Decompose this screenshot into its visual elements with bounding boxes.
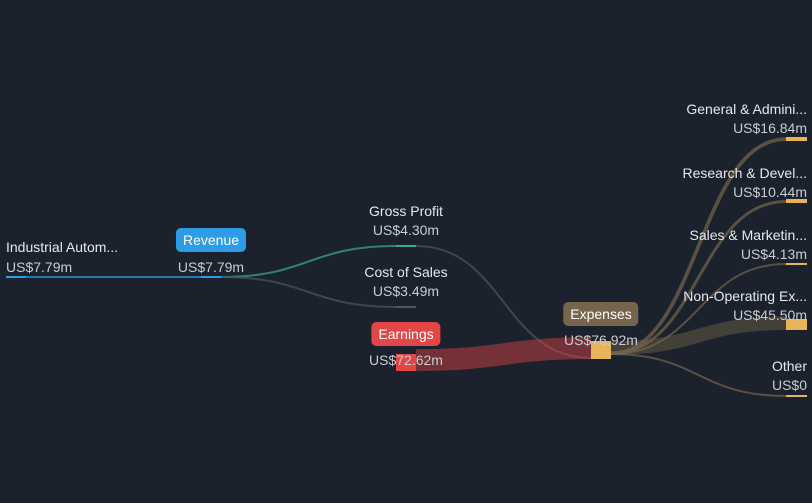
node-label-gross-profit: Gross Profit: [369, 203, 443, 219]
node-label-other: Other: [771, 358, 807, 374]
node-bar-sales-marketing: [786, 263, 807, 265]
node-bar-non-operating: [786, 319, 807, 330]
node-value-non-operating: US$45.50m: [733, 307, 807, 323]
node-value-gross-profit: US$4.30m: [372, 222, 440, 238]
sankey-links: [26, 137, 787, 397]
link-expenses-to-research_dev: [610, 200, 787, 355]
link-expenses-to-other: [610, 353, 787, 397]
node-bar-industrial: [6, 276, 26, 278]
node-badge-expenses: Expenses: [563, 302, 639, 326]
node-label-research-dev: Research & Devel...: [682, 165, 808, 181]
node-bar-research-dev: [786, 199, 807, 203]
node-bar-other: [786, 395, 807, 397]
link-revenue-to-cost_of_sales: [220, 276, 397, 308]
node-bar-revenue: [201, 276, 221, 278]
node-value-earnings: US$72.62m: [369, 352, 443, 368]
node-value-general-admin: US$16.84m: [733, 120, 807, 136]
node-bar-cost-of-sales: [396, 306, 416, 308]
node-bar-earnings: [396, 354, 416, 371]
node-value-industrial: US$7.79m: [6, 259, 73, 275]
link-earnings-to-expenses: [415, 337, 592, 371]
node-value-revenue: US$7.79m: [177, 259, 245, 275]
node-label-industrial: Industrial Autom...: [6, 239, 119, 255]
node-badge-earnings: Earnings: [371, 322, 441, 346]
link-expenses-to-sales_marketing: [610, 263, 787, 355]
node-bar-gross-profit: [396, 245, 416, 247]
node-label-general-admin: General & Admini...: [686, 101, 807, 117]
node-value-sales-marketing: US$4.13m: [740, 246, 807, 262]
node-label-cost-of-sales: Cost of Sales: [364, 264, 448, 280]
link-expenses-to-non_operating: [610, 316, 787, 355]
link-revenue-to-gross_profit: [220, 245, 397, 278]
node-value-expenses: US$76.92m: [564, 332, 638, 348]
node-label-non-operating: Non-Operating Ex...: [683, 288, 807, 304]
node-value-research-dev: US$10.44m: [733, 184, 807, 200]
node-bar-general-admin: [786, 137, 807, 141]
node-bar-expenses: [591, 341, 611, 359]
node-value-cost-of-sales: US$3.49m: [372, 283, 440, 299]
node-label-sales-marketing: Sales & Marketin...: [689, 227, 808, 243]
link-gross_profit-to-expenses: [415, 245, 592, 359]
node-value-other: US$0: [771, 377, 807, 393]
link-expenses-to-general_admin: [610, 137, 787, 356]
node-badge-revenue: Revenue: [175, 228, 247, 252]
sankey-nodes: [6, 137, 807, 397]
